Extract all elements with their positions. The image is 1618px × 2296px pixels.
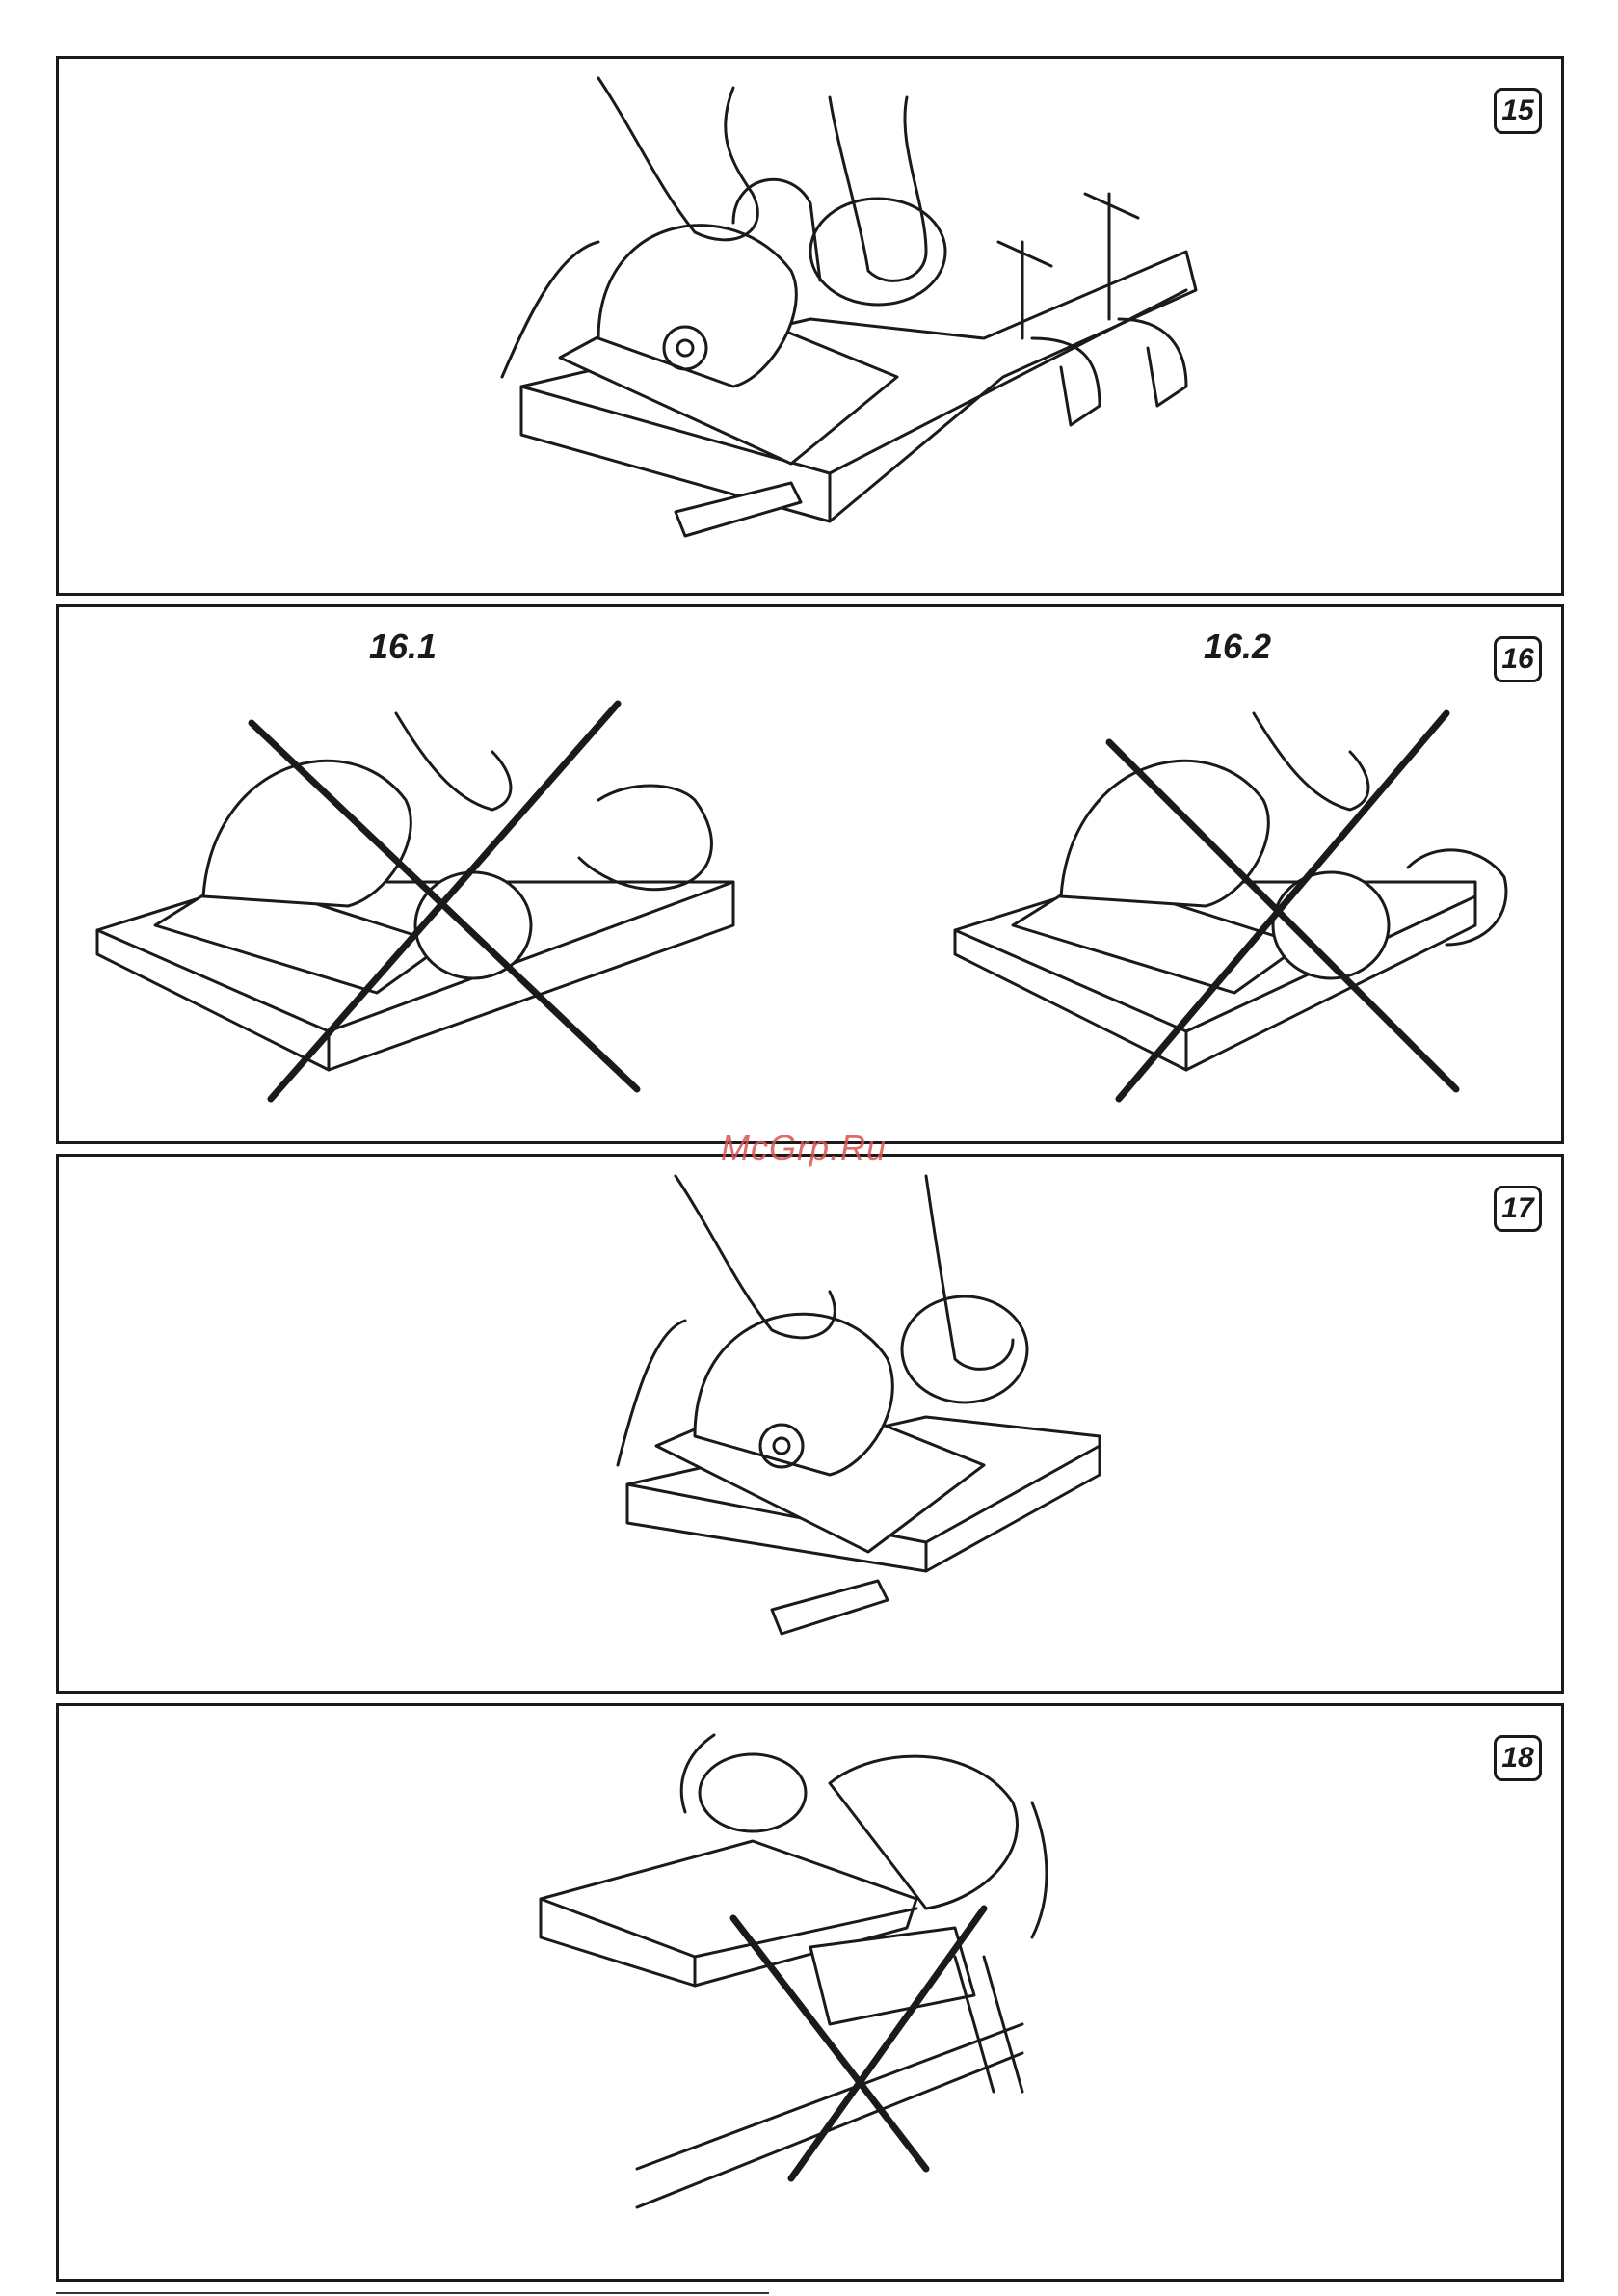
figure-number-badge: 18 bbox=[1494, 1735, 1542, 1781]
watermark-text: McGrp.Ru bbox=[721, 1128, 887, 1168]
figure-number-badge: 16 bbox=[1494, 636, 1542, 682]
figure-15-panel: 15 bbox=[56, 56, 1564, 596]
figure-18-panel: 18 bbox=[56, 1703, 1564, 2282]
incorrect-vise-mounted-saw-illustration bbox=[59, 1706, 1561, 2279]
figure-number-badge: 15 bbox=[1494, 88, 1542, 134]
figure-17-panel: 17 bbox=[56, 1154, 1564, 1694]
figure-16-panel: 16.1 16.2 16 bbox=[56, 604, 1564, 1144]
circular-saw-clamped-workpiece-illustration bbox=[59, 59, 1561, 593]
figure-number-badge: 17 bbox=[1494, 1186, 1542, 1232]
incorrect-hand-position-illustrations bbox=[59, 607, 1561, 1141]
circular-saw-cutting-illustration bbox=[59, 1157, 1561, 1691]
footer-divider bbox=[56, 2292, 769, 2294]
